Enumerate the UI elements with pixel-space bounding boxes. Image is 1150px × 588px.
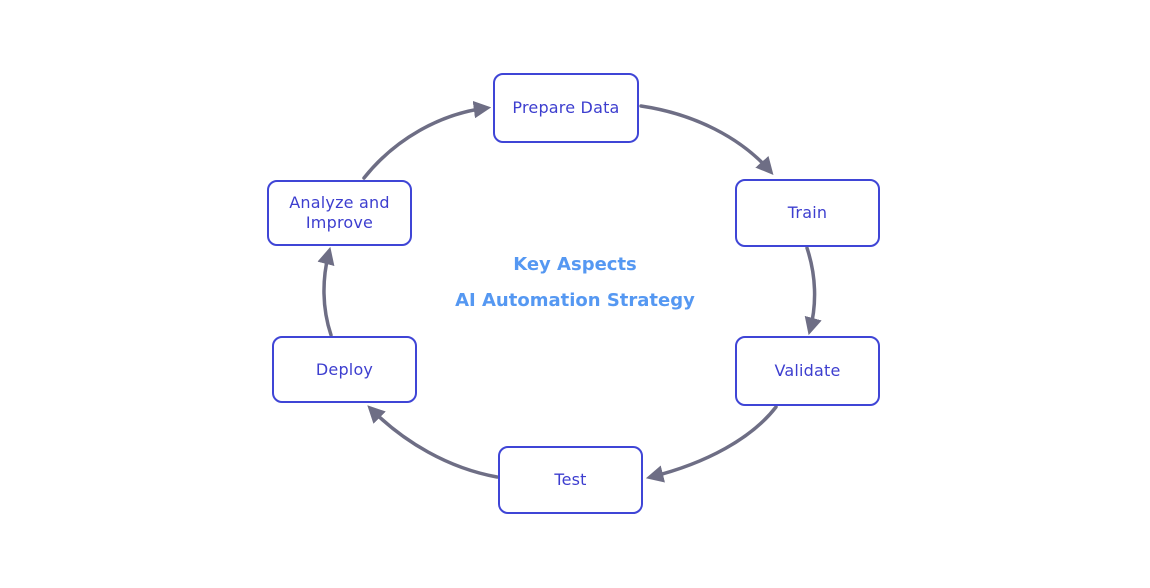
node-validate-label: Validate [774, 361, 841, 380]
arrow-train-to-validate [804, 246, 822, 336]
node-deploy-label: Deploy [315, 359, 374, 379]
node-train: Train [735, 179, 880, 247]
arrow-deploy-to-analyze-improve [317, 246, 335, 337]
node-validate: Validate [735, 336, 880, 406]
node-analyze-improve: Analyze and Improve [267, 180, 412, 246]
arrow-prepare-data-to-train [639, 104, 774, 175]
center-caption: Key Aspects AI Automation Strategy [375, 254, 775, 312]
node-analyze-improve-label: Analyze and Improve [289, 193, 390, 232]
center-caption-title: Key Aspects [513, 254, 637, 275]
node-test-label: Test [554, 470, 587, 489]
center-caption-subtitle: AI Automation Strategy [455, 290, 695, 311]
node-train-label: Train [787, 203, 828, 222]
arrow-validate-to-test [645, 405, 778, 483]
node-test: Test [498, 446, 643, 514]
node-prepare-data: Prepare Data [493, 73, 639, 143]
node-prepare-data-label: Prepare Data [512, 98, 620, 117]
node-deploy: Deploy [272, 336, 417, 403]
arrow-analyze-improve-to-prepare-data [362, 100, 492, 180]
arrow-test-to-deploy [367, 405, 499, 479]
